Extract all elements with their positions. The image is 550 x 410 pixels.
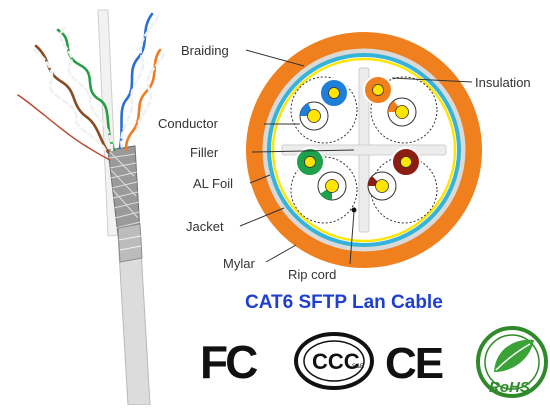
- cross-section: [246, 32, 482, 268]
- label-rip-cord: Rip cord: [288, 267, 336, 282]
- pair-orange: [363, 75, 417, 127]
- label-al-foil: AL Foil: [193, 176, 233, 191]
- pair-blue: [299, 78, 349, 131]
- cable-photo: [17, 9, 166, 406]
- pair-outlines: [290, 76, 438, 224]
- rohs-inner-ring: [484, 334, 540, 390]
- rip-cord-dot: [351, 207, 357, 213]
- leader-lines: [239, 49, 473, 265]
- cert-rohs: RoHS: [476, 326, 548, 398]
- label-mylar: Mylar: [223, 256, 255, 271]
- twisted-pairs: [17, 12, 166, 161]
- product-title: CAT6 SFTP Lan Cable: [245, 292, 443, 313]
- al-foil-ring: [267, 53, 461, 247]
- ccc-logo: CCC: [312, 349, 360, 374]
- label-filler: Filler: [190, 145, 219, 160]
- ccc-inner-ring: [303, 340, 365, 382]
- pair-green: [295, 147, 347, 201]
- pair-brown: [367, 147, 421, 201]
- ccc-outer-ring: [294, 332, 374, 390]
- cert-fc: FC: [200, 336, 260, 388]
- ce-logo: CE: [385, 339, 443, 388]
- foil-band: [117, 223, 143, 263]
- mylar-ring: [271, 57, 457, 243]
- label-jacket: Jacket: [186, 219, 224, 234]
- fc-logo: FC: [200, 336, 257, 388]
- cert-ccc: CCC S&E: [294, 332, 374, 390]
- rohs-logo: RoHS: [489, 379, 530, 396]
- label-insulation: Insulation: [475, 75, 531, 90]
- label-conductor: Conductor: [158, 116, 219, 131]
- ccc-mark: S&E: [352, 364, 364, 370]
- cert-ce: CE: [385, 339, 445, 388]
- label-braiding: Braiding: [181, 43, 229, 58]
- braiding-ring: [262, 48, 466, 252]
